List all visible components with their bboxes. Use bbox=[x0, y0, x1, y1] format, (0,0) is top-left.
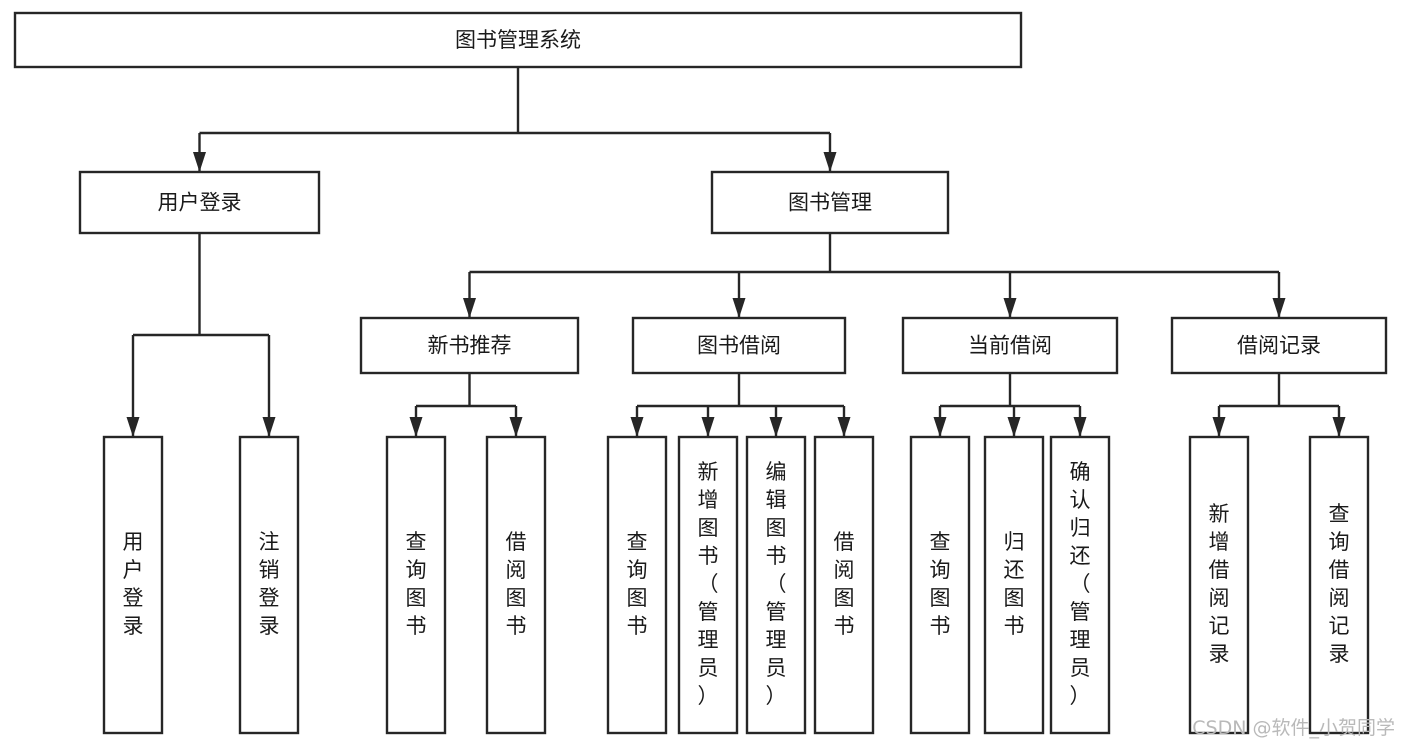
node-label-book-borrow: 图书借阅 bbox=[697, 334, 781, 358]
node-box-leaf-user-logout[interactable] bbox=[238, 435, 300, 735]
connector-new-book-recommend bbox=[409, 373, 523, 437]
node-label-current-borrow: 当前借阅 bbox=[968, 334, 1052, 358]
node-box-leaf-borrow-book[interactable] bbox=[813, 435, 875, 735]
node-box-leaf-borrow-book-recommend[interactable] bbox=[485, 435, 547, 735]
node-label-leaf-borrow-book: 借阅图书 bbox=[834, 530, 855, 638]
node-book-manage[interactable]: 图书管理 bbox=[710, 170, 950, 235]
node-box-leaf-edit-book[interactable] bbox=[745, 435, 807, 735]
node-box-leaf-add-borrow-record[interactable] bbox=[1188, 435, 1250, 735]
node-label-leaf-add-borrow-record: 新增借阅记录 bbox=[1209, 502, 1230, 666]
node-label-leaf-user-logout: 注销登录 bbox=[259, 530, 280, 638]
node-box-new-book-recommend[interactable] bbox=[359, 316, 580, 375]
node-leaf-query-borrow-record[interactable]: 查询借阅记录 bbox=[1308, 435, 1370, 735]
node-new-book-recommend[interactable]: 新书推荐 bbox=[359, 316, 580, 375]
node-label-leaf-user-login: 用户登录 bbox=[123, 530, 144, 638]
node-leaf-add-book[interactable]: 新增图书（管理员） bbox=[677, 435, 739, 735]
node-box-leaf-user-login[interactable] bbox=[102, 435, 164, 735]
connector-user-login bbox=[126, 233, 276, 437]
node-label-leaf-edit-book: 编辑图书（管理员） bbox=[766, 460, 787, 708]
node-label-user-login: 用户登录 bbox=[158, 191, 242, 215]
node-box-leaf-query-book-current[interactable] bbox=[909, 435, 971, 735]
node-box-user-login[interactable] bbox=[78, 170, 321, 235]
node-box-leaf-query-borrow-record[interactable] bbox=[1308, 435, 1370, 735]
node-box-root[interactable] bbox=[13, 11, 1023, 69]
node-leaf-add-borrow-record[interactable]: 新增借阅记录 bbox=[1188, 435, 1250, 735]
node-box-current-borrow[interactable] bbox=[901, 316, 1119, 375]
node-label-leaf-return-book: 归还图书 bbox=[1004, 530, 1025, 638]
node-leaf-borrow-book[interactable]: 借阅图书 bbox=[813, 435, 875, 735]
node-leaf-confirm-return[interactable]: 确认归还（管理员） bbox=[1049, 435, 1111, 735]
node-box-book-borrow[interactable] bbox=[631, 316, 847, 375]
node-leaf-return-book[interactable]: 归还图书 bbox=[983, 435, 1045, 735]
node-box-leaf-add-book[interactable] bbox=[677, 435, 739, 735]
connector-root bbox=[193, 67, 837, 172]
node-book-borrow[interactable]: 图书借阅 bbox=[631, 316, 847, 375]
node-label-leaf-query-borrow-record: 查询借阅记录 bbox=[1329, 502, 1350, 666]
node-label-borrow-record: 借阅记录 bbox=[1237, 334, 1321, 358]
node-root[interactable]: 图书管理系统 bbox=[13, 11, 1023, 69]
node-box-leaf-return-book[interactable] bbox=[983, 435, 1045, 735]
node-box-book-manage[interactable] bbox=[710, 170, 950, 235]
node-current-borrow[interactable]: 当前借阅 bbox=[901, 316, 1119, 375]
node-leaf-user-login[interactable]: 用户登录 bbox=[102, 435, 164, 735]
node-leaf-user-logout[interactable]: 注销登录 bbox=[238, 435, 300, 735]
node-leaf-query-book-borrow[interactable]: 查询图书 bbox=[606, 435, 668, 735]
connector-book-manage bbox=[463, 233, 1286, 318]
node-label-leaf-borrow-book-recommend: 借阅图书 bbox=[506, 530, 527, 638]
node-leaf-query-book-recommend[interactable]: 查询图书 bbox=[385, 435, 447, 735]
node-leaf-query-book-current[interactable]: 查询图书 bbox=[909, 435, 971, 735]
csdn-watermark: CSDN @软件_小贺同学 bbox=[1192, 717, 1395, 739]
node-label-leaf-query-book-recommend: 查询图书 bbox=[406, 530, 427, 638]
node-box-leaf-confirm-return[interactable] bbox=[1049, 435, 1111, 735]
node-layer: 图书管理系统用户登录图书管理新书推荐图书借阅当前借阅借阅记录用户登录注销登录查询… bbox=[13, 11, 1388, 735]
node-box-borrow-record[interactable] bbox=[1170, 316, 1388, 375]
node-label-leaf-query-book-borrow: 查询图书 bbox=[627, 530, 648, 638]
node-borrow-record[interactable]: 借阅记录 bbox=[1170, 316, 1388, 375]
node-leaf-edit-book[interactable]: 编辑图书（管理员） bbox=[745, 435, 807, 735]
node-user-login[interactable]: 用户登录 bbox=[78, 170, 321, 235]
node-label-new-book-recommend: 新书推荐 bbox=[428, 334, 512, 358]
connector-current-borrow bbox=[933, 373, 1087, 437]
node-label-leaf-add-book: 新增图书（管理员） bbox=[698, 460, 719, 708]
node-box-leaf-query-book-recommend[interactable] bbox=[385, 435, 447, 735]
node-label-leaf-confirm-return: 确认归还（管理员） bbox=[1070, 460, 1091, 708]
connector-layer bbox=[126, 67, 1346, 437]
connector-borrow-record bbox=[1212, 373, 1346, 437]
connector-book-borrow bbox=[630, 373, 851, 437]
node-box-leaf-query-book-borrow[interactable] bbox=[606, 435, 668, 735]
node-leaf-borrow-book-recommend[interactable]: 借阅图书 bbox=[485, 435, 547, 735]
node-label-leaf-query-book-current: 查询图书 bbox=[930, 530, 951, 638]
node-label-root: 图书管理系统 bbox=[455, 28, 581, 52]
node-label-book-manage: 图书管理 bbox=[788, 191, 872, 215]
